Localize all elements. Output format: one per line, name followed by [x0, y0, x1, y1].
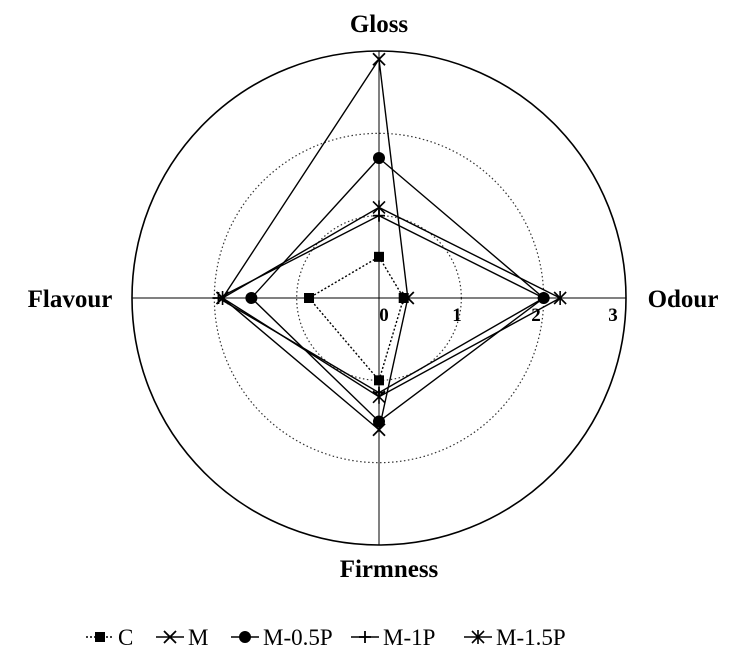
axis-title-gloss: Gloss	[350, 11, 409, 38]
point-M-Odour	[401, 291, 415, 305]
point-C-Flavour	[304, 293, 315, 303]
legend: C M M-0.5P M-1P M-1.5P	[86, 625, 566, 650]
point-M-1.5P-Gloss	[372, 200, 386, 215]
series-line-M-1.5P	[221, 206, 562, 398]
point-M-0.5P-Firmness	[373, 415, 385, 428]
legend-marker-M-1.5P	[471, 630, 485, 644]
point-M-1P-Odour	[537, 292, 550, 304]
legend-label-C: C	[118, 625, 133, 650]
legend-label-M-1P: M-1P	[383, 625, 435, 650]
series-M-0.5P	[245, 152, 550, 428]
radar-grid	[131, 50, 627, 546]
point-C-Gloss	[374, 251, 384, 262]
legend-item-M-1.5P: M-1.5P	[464, 625, 566, 650]
tick-label-1: 1	[452, 305, 462, 326]
axis-title-firmness: Firmness	[340, 556, 439, 583]
legend-label-M: M	[188, 625, 208, 650]
point-M-1.5P-Odour	[553, 291, 567, 305]
legend-item-C: C	[86, 625, 133, 650]
tick-label-0: 0	[379, 305, 389, 326]
legend-marker-C	[95, 632, 105, 642]
series-C	[304, 251, 409, 386]
point-C-Odour	[398, 293, 409, 303]
tick-label-3: 3	[608, 305, 618, 326]
legend-item-M: M	[156, 625, 208, 650]
tick-label-2: 2	[531, 305, 541, 326]
point-M-0.5P-Gloss	[373, 152, 385, 165]
point-M-1.5P-Flavour	[216, 291, 230, 305]
axis-title-flavour: Flavour	[28, 286, 113, 313]
legend-label-M-1.5P: M-1.5P	[496, 625, 566, 650]
legend-marker-M	[163, 630, 177, 644]
legend-marker-M-1P	[359, 631, 371, 643]
point-C-Firmness	[374, 375, 384, 386]
legend-label-M-0.5P: M-0.5P	[263, 625, 333, 650]
point-M-Gloss	[372, 52, 386, 66]
legend-item-M-1P: M-1P	[351, 625, 435, 650]
series-M-1.5P	[216, 200, 567, 404]
legend-marker-M-0.5P	[239, 631, 251, 643]
point-M-1.5P-Firmness	[372, 389, 386, 404]
legend-item-M-0.5P: M-0.5P	[231, 625, 333, 650]
point-M-0.5P-Flavour	[245, 292, 258, 304]
axis-title-odour: Odour	[648, 286, 719, 313]
radar-series	[212, 52, 567, 437]
